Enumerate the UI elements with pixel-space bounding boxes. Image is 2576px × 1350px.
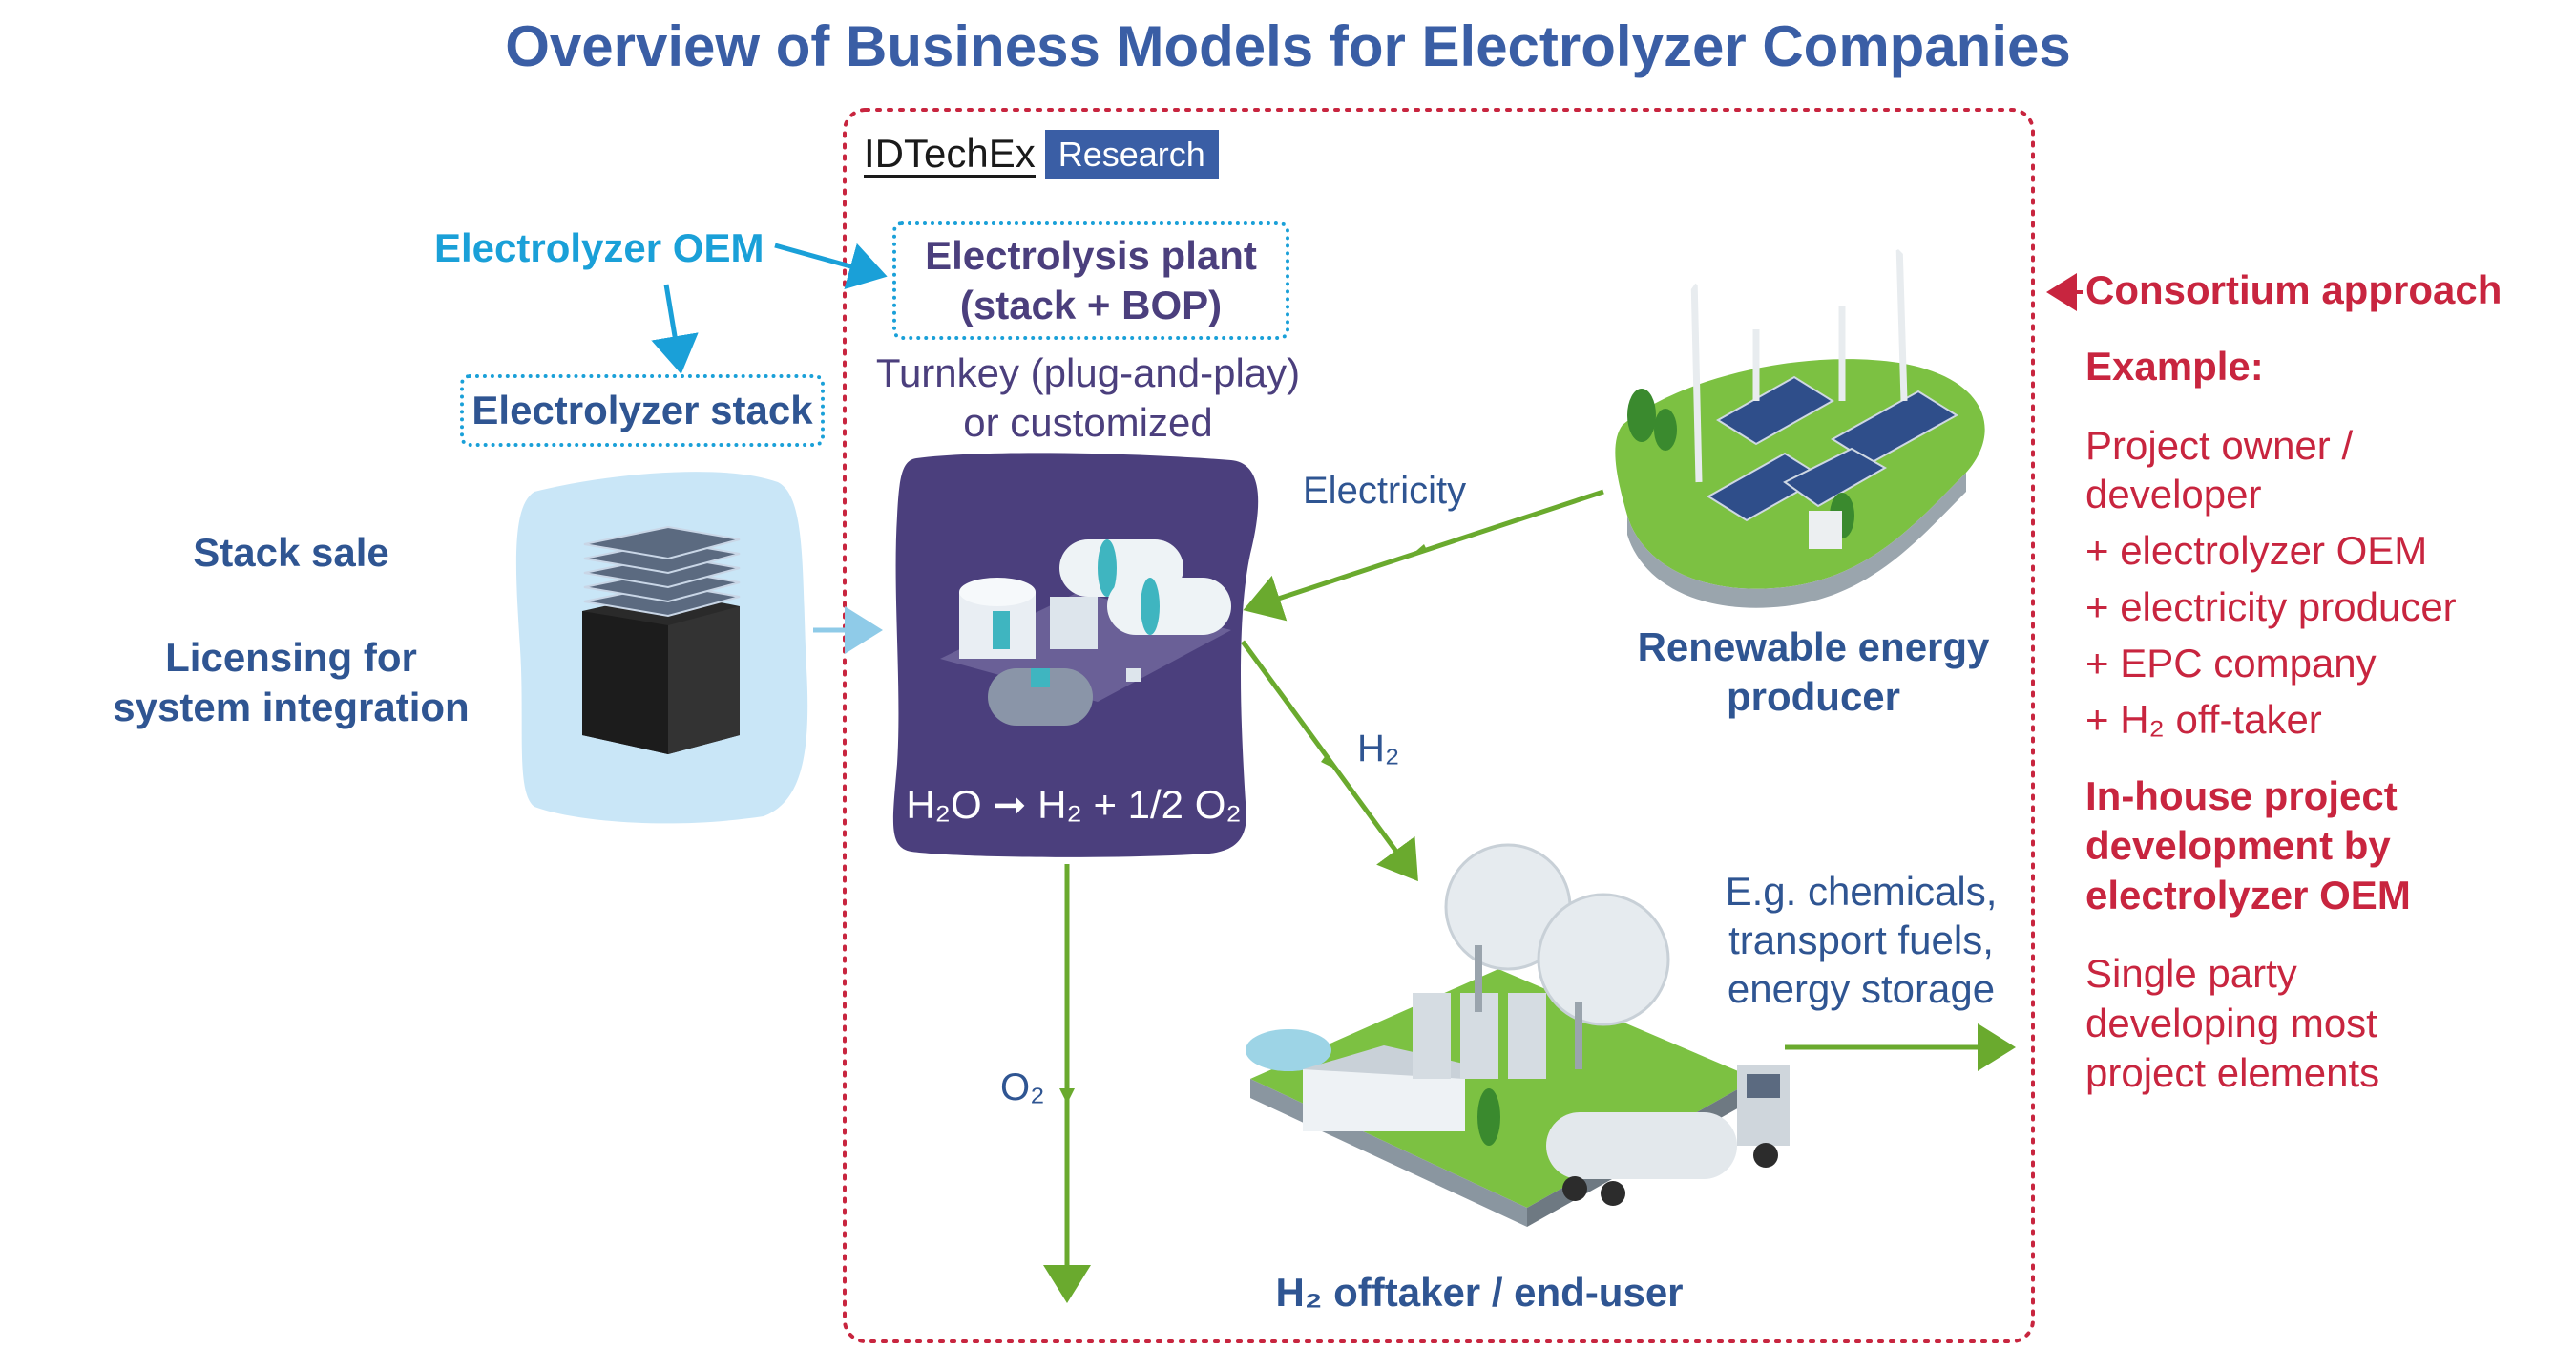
- renewable-line-1: Renewable energy: [1637, 624, 1990, 669]
- brand-tag: Research: [1044, 130, 1219, 179]
- brand-logo: IDTechEx Research: [864, 130, 1219, 179]
- electrolyzer-oem-label: Electrolyzer OEM: [434, 225, 764, 270]
- single-line-3: project elements: [2085, 1050, 2380, 1095]
- page-title: Overview of Business Models for Electrol…: [505, 14, 2071, 78]
- member-line-2: developer: [2085, 472, 2262, 517]
- electrolysis-equation: H₂O ➞ H₂ + 1/2 O₂: [906, 782, 1242, 827]
- uses-line-3: energy storage: [1727, 966, 1996, 1011]
- inhouse-line-3: electrolyzer OEM: [2085, 873, 2411, 918]
- renewable-energy-illustration: [1615, 129, 1985, 608]
- h2-flow-label: H₂: [1357, 728, 1400, 770]
- consortium-label: Consortium approach: [2085, 267, 2503, 312]
- arrow-oem-to-plant: [774, 243, 888, 290]
- consortium-boundary: [843, 108, 2035, 1343]
- uses-label: E.g. chemicals, transport fuels, energy …: [1708, 867, 2014, 1013]
- o2-flow-label: O₂: [1000, 1066, 1045, 1108]
- member-line-5: + EPC company: [2085, 641, 2377, 686]
- offtaker-label: H₂ offtaker / end-user: [1275, 1270, 1684, 1315]
- single-line-2: developing most: [2085, 1001, 2377, 1045]
- consortium-members: Project owner / developer + electrolyzer…: [2085, 417, 2457, 748]
- example-label: Example:: [2085, 344, 2264, 389]
- renewable-line-2: producer: [1726, 674, 1901, 719]
- licensing-label: Licensing for system integration: [86, 633, 496, 732]
- member-line-3: + electrolyzer OEM: [2085, 528, 2428, 573]
- single-line-1: Single party: [2085, 951, 2297, 996]
- inhouse-line-1: In-house project: [2085, 773, 2398, 818]
- inhouse-line-2: development by: [2085, 823, 2391, 868]
- renewable-producer-label: Renewable energy producer: [1603, 622, 2023, 722]
- member-line-4: + electricity producer: [2085, 584, 2457, 629]
- plant-box-line-2: (stack + BOP): [959, 283, 1223, 327]
- member-line-6: + H₂ off-taker: [2085, 697, 2322, 742]
- electrolyzer-stack-label: Electrolyzer stack: [471, 388, 813, 432]
- plant-box-line-1: Electrolysis plant: [925, 233, 1257, 278]
- uses-line-2: transport fuels,: [1728, 918, 1994, 962]
- member-line-1: Project owner /: [2085, 423, 2354, 468]
- licensing-line-1: Licensing for: [165, 635, 417, 680]
- stack-illustration: [582, 525, 741, 754]
- stack-sale-label: Stack sale: [193, 530, 389, 575]
- electrolyzer-stack-box: Electrolyzer stack: [460, 374, 825, 447]
- uses-line-1: E.g. chemicals,: [1725, 869, 1998, 914]
- turnkey-line-1: Turnkey (plug-and-play): [875, 350, 1301, 395]
- arrow-oem-to-stack: [651, 284, 699, 374]
- arrow-electricity: [1243, 489, 1604, 622]
- plant-machinery-illustration: [940, 539, 1231, 726]
- brand-name: IDTechEx: [864, 130, 1036, 178]
- licensing-line-2: system integration: [113, 685, 470, 729]
- offtaker-illustration: [1246, 843, 1790, 1227]
- turnkey-label: Turnkey (plug-and-play) or customized: [840, 348, 1336, 448]
- inhouse-label: In-house project development by electrol…: [2085, 771, 2411, 920]
- electrolysis-plant-box: Electrolysis plant (stack + BOP): [892, 221, 1289, 340]
- single-party-label: Single party developing most project ele…: [2085, 949, 2379, 1098]
- electricity-label: Electricity: [1303, 470, 1467, 512]
- turnkey-line-2: or customized: [963, 400, 1213, 445]
